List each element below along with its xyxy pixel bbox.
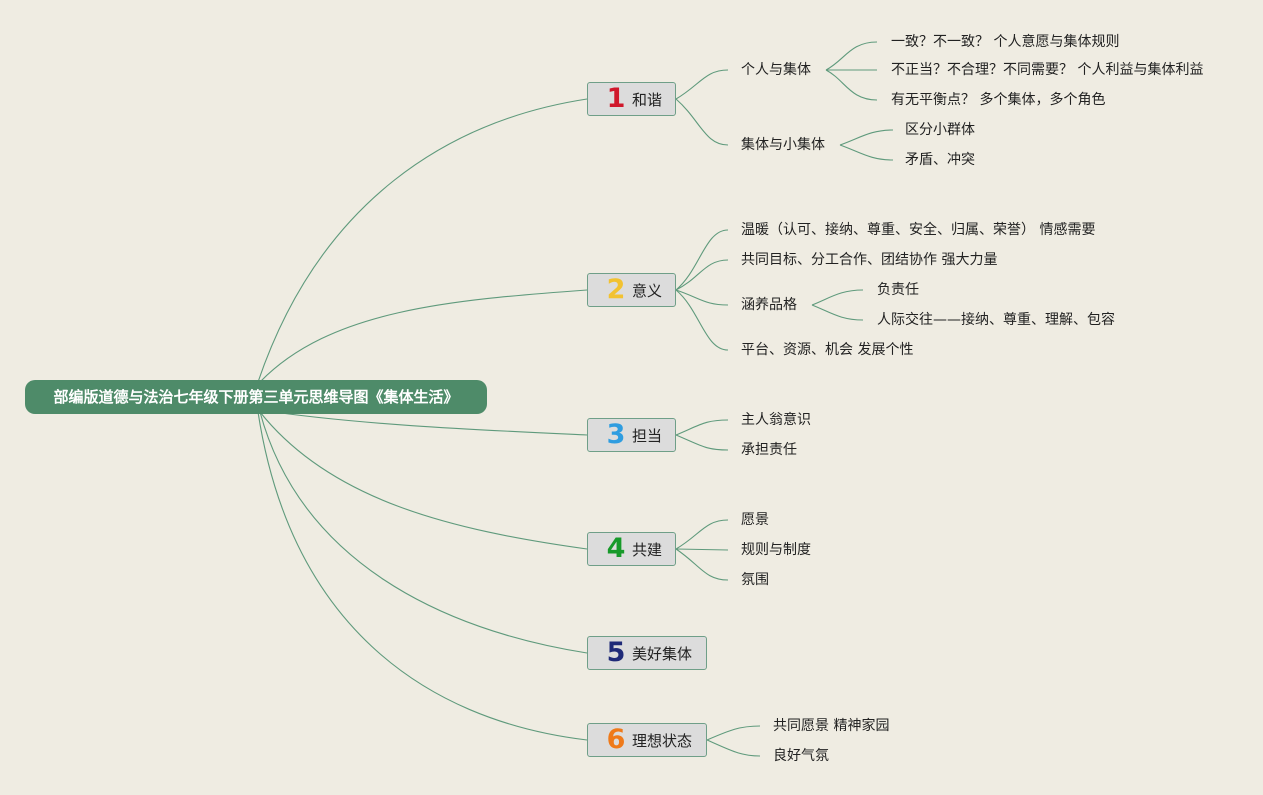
leaf-node[interactable]: 区分小群体 <box>905 122 975 138</box>
leaf-node[interactable]: 愿景 <box>741 512 769 528</box>
branch-label: 共建 <box>632 540 663 559</box>
number-1-icon: 1 <box>606 83 626 114</box>
subtopic-individual-and-collective[interactable]: 个人与集体 <box>741 62 811 78</box>
branch-label: 意义 <box>632 281 663 300</box>
root-topic[interactable]: 部编版道德与法治七年级下册第三单元思维导图《集体生活》 <box>25 380 487 414</box>
leaf-node[interactable]: 承担责任 <box>741 442 797 458</box>
number-6-icon: 6 <box>606 724 626 755</box>
connector-b1c1-l1 <box>825 41 878 71</box>
leaf-node[interactable]: 共同愿景 精神家园 <box>773 718 890 734</box>
subtopic-character[interactable]: 涵养品格 <box>741 297 797 313</box>
branch-label: 美好集体 <box>632 644 693 663</box>
connector-b4-c1 <box>675 519 729 550</box>
number-4-icon: 4 <box>606 533 626 564</box>
leaf-node[interactable]: 规则与制度 <box>741 542 811 558</box>
branch-label: 担当 <box>632 426 663 445</box>
leaf-node[interactable]: 主人翁意识 <box>741 412 811 428</box>
number-2-icon: 2 <box>606 274 626 305</box>
leaf-node[interactable]: 有无平衡点？ 多个集体，多个角色 <box>891 92 1106 108</box>
branch-node-4[interactable]: 4 共建 <box>587 532 676 566</box>
connector-b1-c1 <box>675 69 729 100</box>
connector-b6-c1 <box>706 725 761 741</box>
leaf-node[interactable]: 平台、资源、机会 发展个性 <box>741 342 914 358</box>
connector-b2-c1 <box>675 229 729 291</box>
subtopic-collective-and-small-group[interactable]: 集体与小集体 <box>741 137 825 153</box>
leaf-node[interactable]: 负责任 <box>877 282 919 298</box>
connector-b2c3-l1 <box>811 289 864 306</box>
connector-b6-c2 <box>706 739 761 757</box>
connector-b2-c4 <box>675 289 729 351</box>
connector-root-branch-2 <box>259 289 588 383</box>
connector-b2c3-l2 <box>811 304 864 321</box>
branch-label: 理想状态 <box>632 731 693 750</box>
connector-root-branch-5 <box>259 411 588 654</box>
connector-b2-c3 <box>675 289 729 306</box>
branch-node-5[interactable]: 5 美好集体 <box>587 636 707 670</box>
branch-node-3[interactable]: 3 担当 <box>587 418 676 452</box>
branch-node-1[interactable]: 1 和谐 <box>587 82 676 116</box>
branch-node-6[interactable]: 6 理想状态 <box>587 723 707 757</box>
connector-b4-c3 <box>675 548 729 581</box>
connector-b3-c2 <box>675 434 729 451</box>
leaf-node[interactable]: 共同目标、分工合作、团结协作 强大力量 <box>741 252 998 268</box>
connector-b2-c2 <box>675 259 729 291</box>
branch-label: 和谐 <box>632 90 663 109</box>
connector-b1c1-l3 <box>825 69 878 101</box>
number-3-icon: 3 <box>606 419 626 450</box>
connector-b1-c2 <box>675 98 729 146</box>
connector-root-branch-3 <box>259 409 588 436</box>
number-5-icon: 5 <box>606 637 626 668</box>
connector-b1c2-l2 <box>839 144 894 161</box>
leaf-node[interactable]: 不正当？不合理？不同需要？ 个人利益与集体利益 <box>891 62 1204 78</box>
branch-node-2[interactable]: 2 意义 <box>587 273 676 307</box>
connector-root-branch-4 <box>259 411 588 550</box>
leaf-node[interactable]: 一致？不一致？ 个人意愿与集体规则 <box>891 34 1120 50</box>
connector-b1c2-l1 <box>839 129 894 146</box>
leaf-node[interactable]: 矛盾、冲突 <box>905 152 975 168</box>
leaf-node[interactable]: 温暖（认可、接纳、尊重、安全、归属、荣誉） 情感需要 <box>741 222 1096 238</box>
connector-root-branch-6 <box>257 411 588 741</box>
leaf-node[interactable]: 良好气氛 <box>773 748 829 764</box>
leaf-node[interactable]: 人际交往——接纳、尊重、理解、包容 <box>877 312 1115 328</box>
connector-b4-c2 <box>675 548 729 551</box>
connector-root-branch-1 <box>257 98 588 383</box>
leaf-node[interactable]: 氛围 <box>741 572 769 588</box>
connector-b3-c1 <box>675 419 729 436</box>
